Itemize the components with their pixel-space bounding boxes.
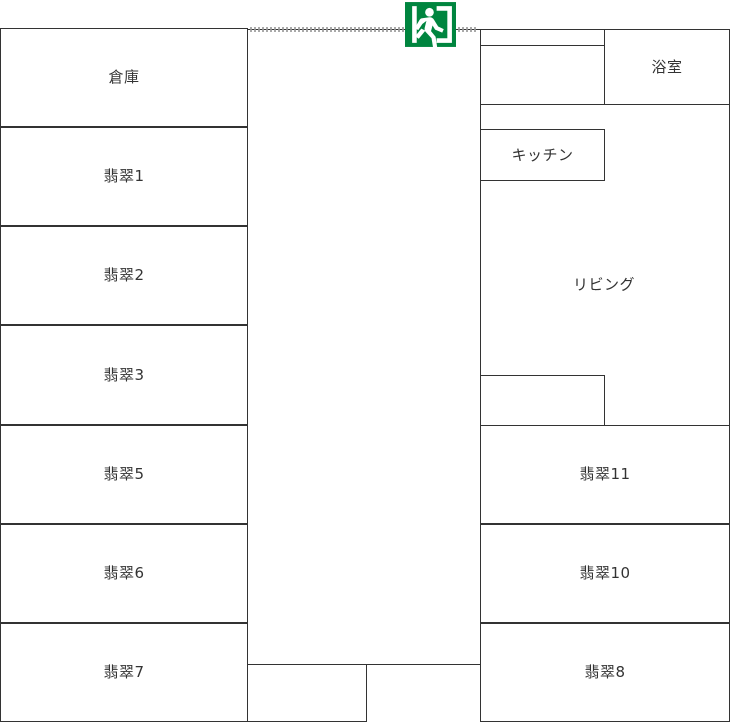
room-kitchen[interactable]: キッチン <box>480 129 605 181</box>
exit-figure-head <box>425 7 434 17</box>
exit-figure-body <box>414 17 444 47</box>
room-label: 翡翠8 <box>584 663 626 681</box>
entry-partition-wall <box>366 664 367 722</box>
room-living-label: リビング <box>572 275 636 294</box>
room-label: 翡翠11 <box>579 465 631 483</box>
room-yokushitsu[interactable]: 浴室 <box>604 29 730 105</box>
room-label: 翡翠2 <box>103 266 145 284</box>
room-hisui-11[interactable]: 翡翠11 <box>480 425 730 524</box>
room-label: キッチン <box>511 145 574 164</box>
room-souko[interactable]: 倉庫 <box>0 28 248 127</box>
room-hisui-8[interactable]: 翡翠8 <box>480 623 730 722</box>
exit-door-frame <box>436 6 452 43</box>
room-label: 翡翠6 <box>103 564 145 582</box>
exit-figure-back-leg <box>415 28 426 39</box>
emergency-exit-icon <box>405 2 456 47</box>
room-label: 翡翠5 <box>103 465 145 483</box>
sight-line <box>250 27 478 32</box>
room-hisui-3[interactable]: 翡翠3 <box>0 325 248 425</box>
room-label: 翡翠10 <box>579 564 631 582</box>
room-hisui-7[interactable]: 翡翠7 <box>0 623 248 722</box>
central-corridor[interactable] <box>247 29 481 665</box>
room-hisui-6[interactable]: 翡翠6 <box>0 524 248 623</box>
room-hisui-1[interactable]: 翡翠1 <box>0 127 248 226</box>
room-label: 翡翠7 <box>103 663 145 681</box>
room-label: 翡翠3 <box>103 365 145 384</box>
exit-wall-edge <box>412 6 417 43</box>
unlabeled-partition-upper[interactable] <box>480 45 605 105</box>
unlabeled-partition-lower[interactable] <box>480 375 605 426</box>
room-hisui-5[interactable]: 翡翠5 <box>0 425 248 524</box>
room-label: 翡翠1 <box>103 167 145 185</box>
room-hisui-10[interactable]: 翡翠10 <box>480 524 730 623</box>
room-label: 倉庫 <box>108 68 140 86</box>
room-hisui-2[interactable]: 翡翠2 <box>0 226 248 325</box>
room-label: 浴室 <box>651 57 683 76</box>
